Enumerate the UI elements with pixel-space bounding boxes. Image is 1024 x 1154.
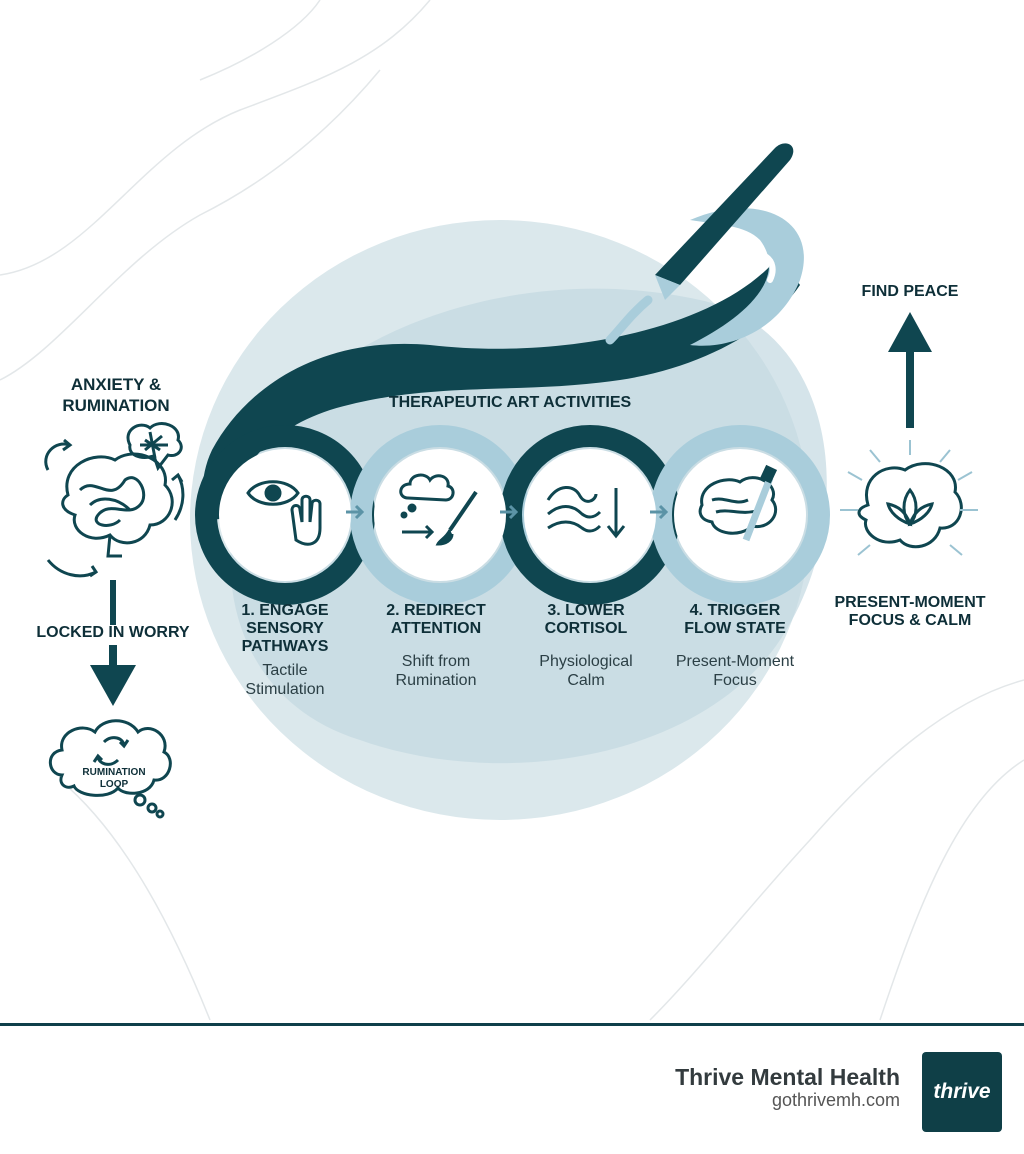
brand-logo-text: thrive xyxy=(933,1080,991,1103)
find-peace: FIND PEACE xyxy=(861,283,959,300)
step-2-desc: Shift from Rumination xyxy=(395,653,477,689)
step-2-title: 2. REDIRECT ATTENTION xyxy=(386,602,486,637)
calm-brain-icon xyxy=(840,440,978,556)
step-arrows xyxy=(346,504,669,520)
rumination-loop-label: RUMINATION LOOP xyxy=(82,767,146,790)
process-chain xyxy=(195,425,830,605)
brand-url: gothrivemh.com xyxy=(771,1090,900,1110)
up-arrow xyxy=(888,312,932,428)
step-3-title: 3. LOWER CORTISOL xyxy=(544,602,628,637)
pen-icon xyxy=(605,143,794,345)
step-3-desc: Physiological Calm xyxy=(539,653,633,689)
tangled-brain-icon xyxy=(44,422,185,578)
step-1-title: 1. ENGAGE SENSORY PATHWAYS xyxy=(241,602,329,655)
brand-name: Thrive Mental Health xyxy=(675,1064,900,1090)
center-title: THERAPEUTIC ART ACTIVITIES xyxy=(388,394,632,411)
background-lines xyxy=(0,0,1024,1021)
step-4-title: 4. TRIGGER FLOW STATE xyxy=(684,602,786,637)
eye-hand-icon xyxy=(246,480,322,546)
brush-stroke xyxy=(202,208,804,520)
cloud-brush-icon xyxy=(399,473,478,546)
wave-down-icon xyxy=(546,486,626,539)
left-title: ANXIETY & RUMINATION xyxy=(62,375,170,415)
brain-brush-icon xyxy=(698,464,778,542)
rumination-loop-icon xyxy=(48,719,172,819)
brand-logo: thrive xyxy=(922,1052,1002,1132)
step-1-desc: Tactile Stimulation xyxy=(245,662,325,698)
right-bottom: PRESENT-MOMENT FOCUS & CALM xyxy=(834,594,986,629)
down-arrow xyxy=(90,580,136,706)
step-4-desc: Present-Moment Focus xyxy=(675,653,795,689)
footer-divider xyxy=(0,1023,1024,1026)
locked-in-worry: LOCKED IN WORRY xyxy=(36,624,190,641)
